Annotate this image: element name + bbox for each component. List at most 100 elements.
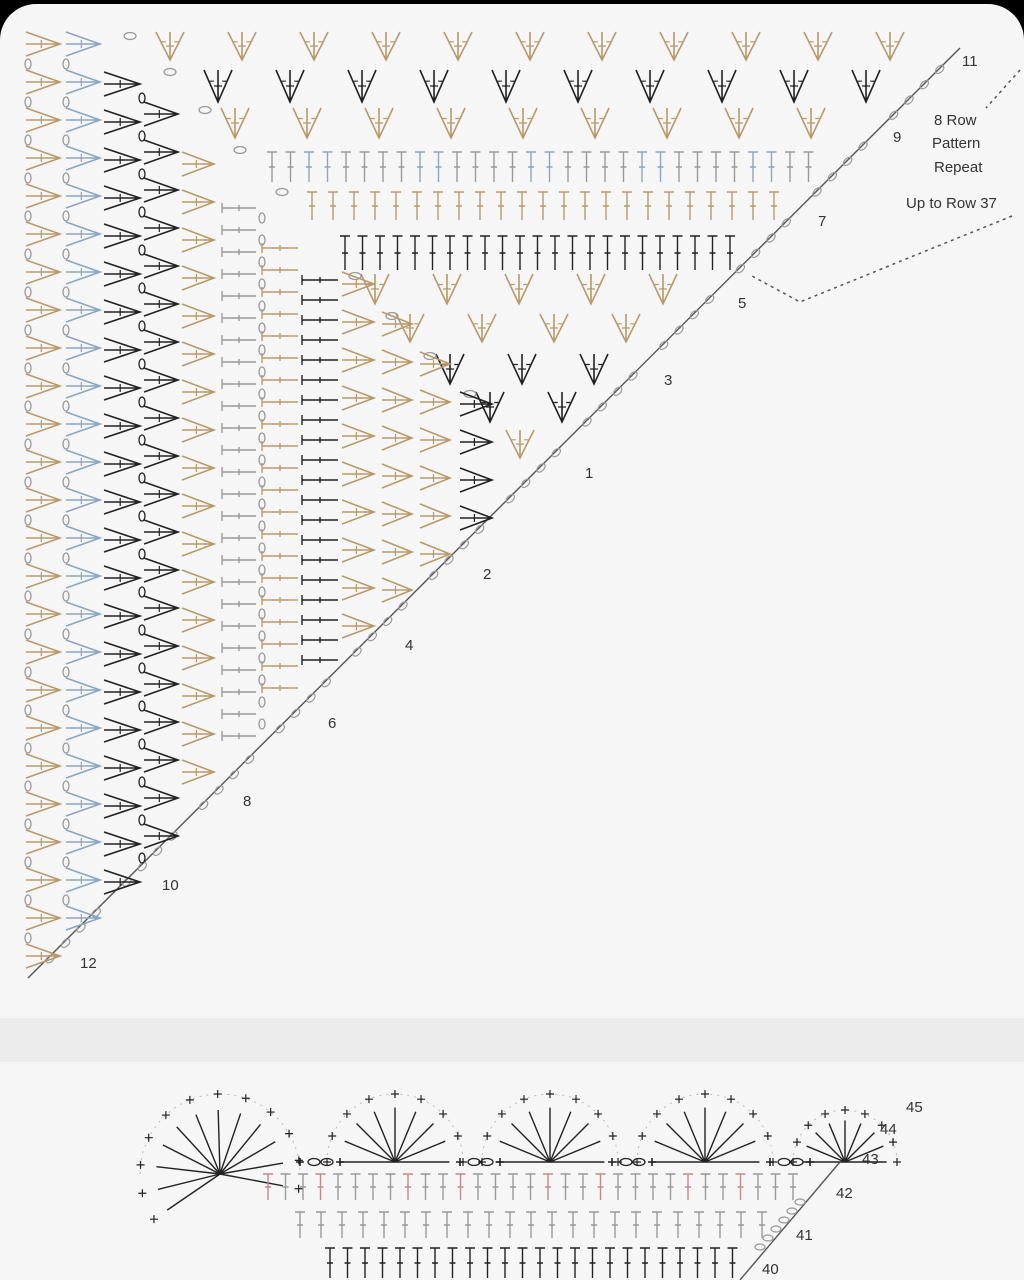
ht-stitch <box>301 595 338 605</box>
h-stitch <box>25 411 63 437</box>
v-stitch-tick <box>737 41 755 47</box>
v-stitch-tick <box>809 41 827 47</box>
t-stitch <box>360 1247 370 1278</box>
fan-spoke <box>704 1111 727 1163</box>
h-stitch <box>25 829 63 855</box>
chain-oval <box>198 105 212 115</box>
chain-oval <box>275 187 289 197</box>
h-stitch <box>341 309 377 335</box>
h-stitch <box>143 709 181 735</box>
plus-stitch <box>417 1095 426 1104</box>
ht-stitch <box>221 291 256 301</box>
chain-oval <box>258 432 266 444</box>
t-stitch <box>613 1173 623 1200</box>
chain-oval <box>258 454 266 466</box>
chain-oval <box>138 168 146 180</box>
t-stitch <box>295 1211 305 1238</box>
chain-oval <box>888 110 899 121</box>
v-stitch-tick <box>438 283 456 290</box>
chain-oval <box>60 938 71 949</box>
t-stitch <box>480 235 490 270</box>
t-stitch <box>325 1247 335 1278</box>
v-stitch-tick <box>521 41 539 47</box>
plus-stitch <box>144 1133 153 1142</box>
t-stitch <box>543 1173 553 1200</box>
t-stitch <box>748 151 758 182</box>
row-label-4: 4 <box>405 637 413 654</box>
h-stitch <box>143 291 181 317</box>
chain-oval <box>689 309 700 320</box>
plus-stitch <box>727 1095 736 1104</box>
t-stitch <box>559 191 569 220</box>
chain-oval <box>348 271 362 281</box>
ht-stitch <box>261 441 298 451</box>
chain-oval <box>367 631 378 642</box>
diagonal-edge <box>27 47 961 979</box>
h-stitch <box>459 505 495 531</box>
chain-oval <box>62 96 70 108</box>
ht-stitch <box>221 247 256 257</box>
fan-spoke <box>356 1123 396 1163</box>
ht-stitch <box>261 529 298 539</box>
v-stitch-tick <box>481 401 499 408</box>
t-stitch <box>718 1173 728 1200</box>
fan-spoke <box>219 1173 284 1187</box>
ht-stitch <box>261 243 298 253</box>
t-stitch <box>544 151 555 182</box>
chain-oval <box>258 520 266 532</box>
ht-stitch <box>221 577 256 587</box>
plus-stitch <box>889 1138 898 1147</box>
h-stitch <box>419 465 453 491</box>
chain-oval <box>24 894 32 906</box>
chain-oval <box>786 1207 798 1215</box>
chain-oval <box>138 92 146 104</box>
t-stitch <box>505 1211 515 1238</box>
chain-oval <box>24 818 32 830</box>
v-stitch-tick <box>514 117 532 124</box>
plus-stitch <box>323 1158 331 1166</box>
h-stitch <box>143 557 181 583</box>
divider-strip <box>0 1018 1024 1062</box>
v-stitch-tick <box>582 283 600 290</box>
t-stitch <box>337 1211 347 1238</box>
h-stitch <box>143 595 181 621</box>
t-stitch <box>463 1211 473 1238</box>
t-stitch <box>672 235 683 270</box>
h-stitch <box>65 335 103 361</box>
chain-oval <box>62 514 70 526</box>
chain-oval <box>919 79 930 90</box>
fan-spoke <box>219 1141 276 1175</box>
h-stitch <box>381 349 415 375</box>
h-stitch <box>103 793 143 819</box>
h-stitch <box>143 177 181 203</box>
fan-spoke <box>195 1114 221 1175</box>
ht-stitch <box>221 269 256 279</box>
annotation-line-3: Repeat <box>934 159 983 176</box>
chain-oval <box>258 542 266 554</box>
chain-oval <box>123 31 137 41</box>
chain-oval <box>536 463 546 473</box>
v-stitch-tick <box>497 80 515 87</box>
t-stitch <box>692 151 703 182</box>
ht-stitch <box>221 599 256 609</box>
t-stitch <box>618 151 629 182</box>
t-stitch <box>298 1173 308 1200</box>
t-stitch <box>652 1211 662 1238</box>
chain-oval <box>766 233 776 243</box>
t-stitch <box>563 151 573 182</box>
row-label-3: 3 <box>664 372 672 389</box>
ht-stitch <box>221 731 256 741</box>
chain-oval <box>138 130 146 142</box>
t-stitch <box>395 1247 405 1278</box>
h-stitch <box>181 227 217 253</box>
row-label-44: 44 <box>880 1121 897 1138</box>
h-stitch <box>459 391 495 417</box>
t-stitch <box>560 1173 571 1200</box>
plus-stitch <box>453 1131 462 1140</box>
ht-stitch <box>261 463 298 473</box>
t-stitch <box>706 191 716 220</box>
h-stitch <box>25 31 63 57</box>
fan-spoke <box>528 1111 551 1163</box>
t-stitch <box>267 151 277 182</box>
ht-stitch <box>221 379 256 389</box>
